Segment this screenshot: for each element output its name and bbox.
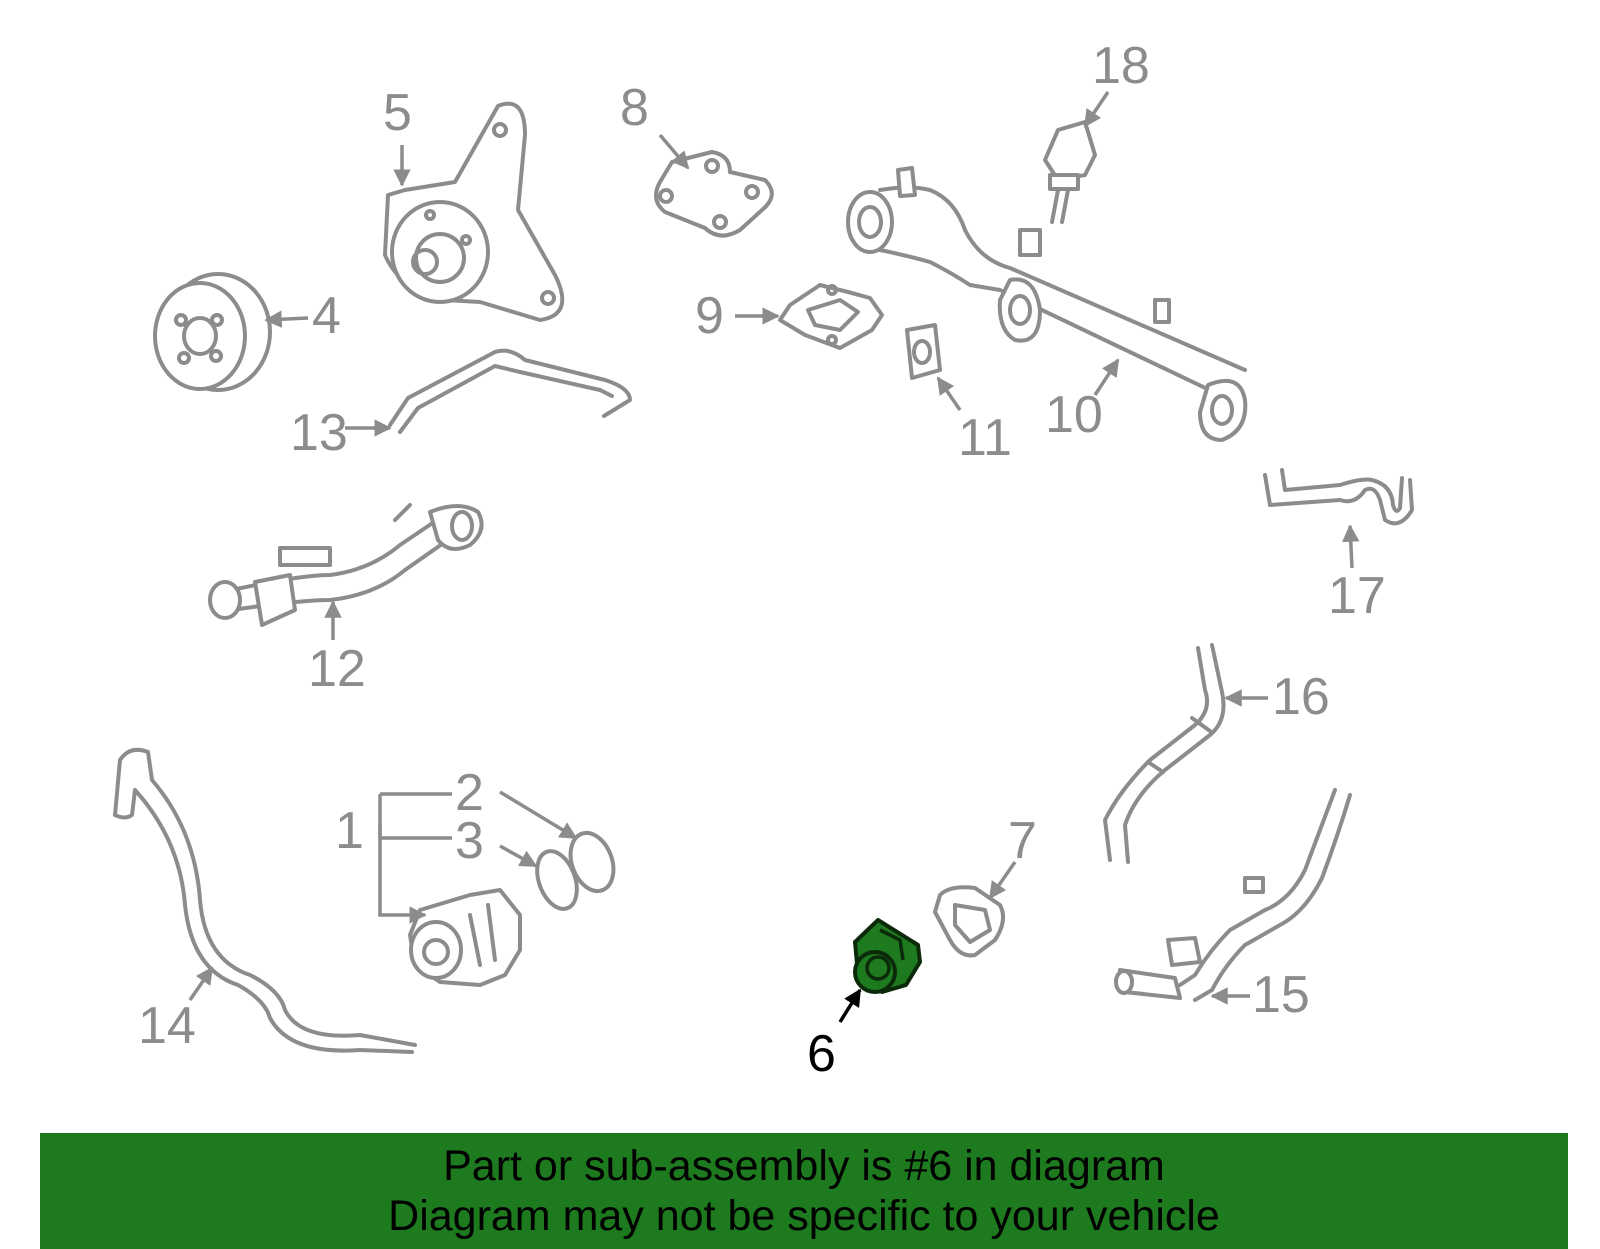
leader-10 [1093,358,1120,396]
water-pump-part-1[interactable] [408,888,522,987]
water-pump-flange-part-5[interactable] [383,101,565,322]
info-banner: Part or sub-assembly is #6 in diagram Di… [40,1133,1568,1249]
leader-14 [188,966,214,1001]
callout-5: 5 [383,84,412,142]
callout-13: 13 [290,404,348,462]
leader-6 [838,988,862,1023]
leader-17 [1342,524,1360,569]
callout-18: 18 [1092,37,1150,95]
callout-14: 14 [138,997,196,1055]
leader-7 [988,861,1017,900]
parts-diagram: 4 5 8 18 10 [113,37,1414,1083]
pulley-part-4[interactable] [153,272,272,392]
gasket-part-11[interactable] [905,323,942,380]
callout-9: 9 [695,287,724,345]
leader-1-bracket [378,825,427,924]
banner-line-2: Diagram may not be specific to your vehi… [388,1192,1220,1240]
callout-7: 7 [1008,812,1037,870]
callout-8: 8 [620,79,649,137]
callout-3: 3 [455,812,484,870]
callout-12: 12 [308,640,366,698]
callout-6: 6 [807,1025,836,1083]
banner-line-1: Part or sub-assembly is #6 in diagram [443,1142,1165,1190]
callout-17: 17 [1328,567,1386,625]
thermostat-housing-part-6[interactable] [853,918,922,994]
hose-part-16[interactable] [1103,643,1226,864]
bracket-part-8[interactable] [654,150,774,238]
o-ring-part-2[interactable] [563,827,621,897]
callout-11: 11 [958,409,1012,467]
leader-3 [499,844,538,868]
gasket-part-7[interactable] [933,885,1006,958]
callout-1: 1 [335,802,364,860]
coolant-pipe-part-10[interactable] [846,166,1248,442]
o-ring-part-3[interactable] [530,846,584,915]
callout-2: 2 [455,764,484,822]
pipe-assembly-part-15[interactable] [1114,788,1352,1002]
leader-11 [936,376,962,411]
sensor-part-18[interactable] [1043,120,1097,224]
hose-part-17[interactable] [1263,468,1414,526]
callout-10: 10 [1045,386,1103,444]
leader-18 [1083,91,1110,128]
leader-4 [264,310,309,328]
callout-16: 16 [1272,668,1330,726]
hose-part-13[interactable] [388,348,632,434]
callout-15: 15 [1252,966,1310,1024]
leader-2 [499,790,578,840]
leader-8 [658,133,690,170]
gasket-part-9[interactable] [778,283,884,350]
pipe-assembly-part-12[interactable] [208,503,484,627]
callout-4: 4 [312,287,341,345]
hose-part-14[interactable] [113,747,417,1054]
